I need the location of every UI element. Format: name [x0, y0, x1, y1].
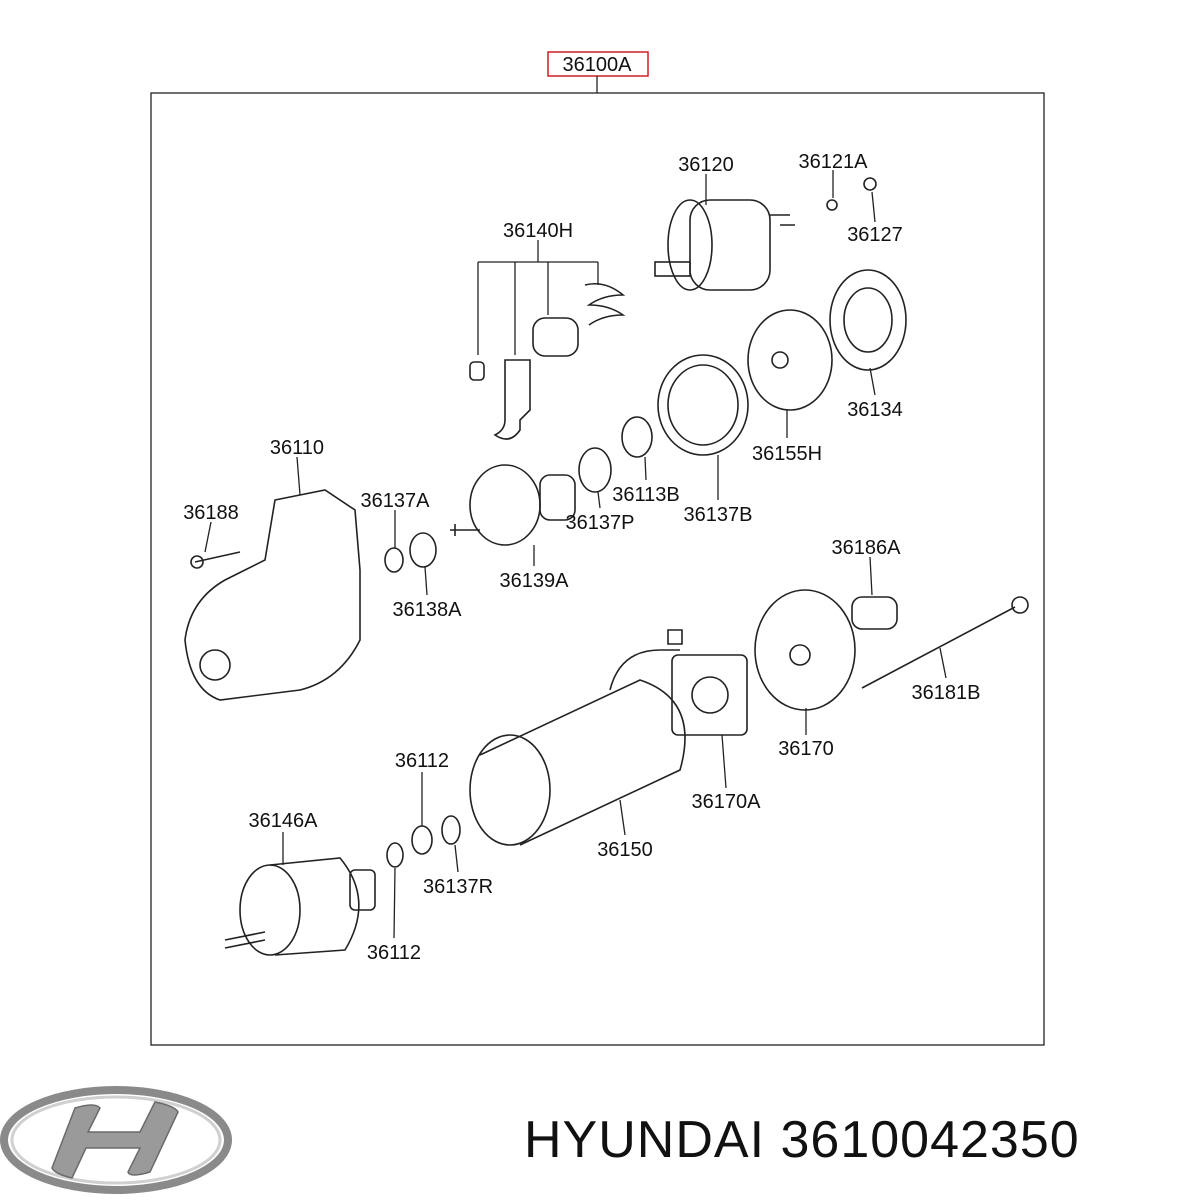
brand-name: HYUNDAI: [524, 1111, 766, 1169]
part-label: 36181B: [912, 682, 981, 704]
part-label: 36188: [183, 502, 239, 524]
part-label: 36137B: [684, 504, 753, 526]
part-label: 36139A: [500, 570, 570, 592]
part-label: 36170: [778, 738, 834, 760]
part-label: 36121A: [799, 151, 869, 173]
part-label: 36170A: [692, 791, 762, 813]
part-number: 3610042350: [780, 1111, 1080, 1169]
part-label: 36134: [847, 399, 903, 421]
part-label: 36127: [847, 224, 903, 246]
assembly-label: 36100A: [563, 54, 633, 76]
part-label: 36137R: [423, 876, 493, 898]
part-label: 36112: [367, 942, 421, 964]
part-label: 36146A: [249, 810, 319, 832]
part-label: 36155H: [752, 443, 822, 465]
brand-caption: HYUNDAI 3610042350: [524, 1110, 1080, 1170]
part-label: 36113B: [612, 484, 679, 506]
hyundai-logo: [0, 1086, 232, 1194]
part-label: 36112: [395, 750, 449, 772]
part-label: 36150: [597, 839, 653, 861]
part-label: 36138A: [393, 599, 463, 621]
part-label: 36186A: [832, 537, 902, 559]
assembly-label-box: [547, 51, 649, 77]
part-label: 36137P: [566, 512, 635, 534]
part-label: 36120: [678, 154, 734, 176]
part-labels: 36120 36121A 36127 36140H 36134 36155H 3…: [183, 151, 980, 964]
diagram-frame: [150, 92, 1045, 1046]
part-label: 36140H: [503, 220, 573, 242]
part-label: 36137A: [361, 490, 431, 512]
part-shapes: [184, 170, 1029, 956]
part-label: 36110: [270, 437, 324, 459]
